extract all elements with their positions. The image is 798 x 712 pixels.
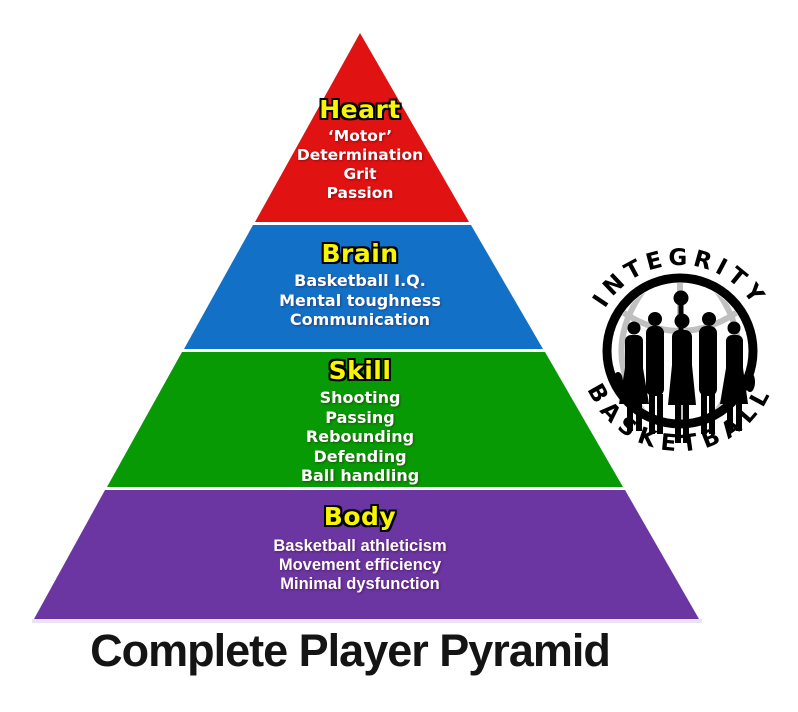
- brain-item-communication: Communication: [289, 310, 431, 329]
- level-label-brain: Brain: [321, 239, 399, 268]
- player-head: [702, 312, 716, 326]
- ball-icon: [673, 290, 689, 306]
- body-item-movement-efficiency: Movement efficiency: [278, 556, 442, 574]
- players-silhouette-icon: [613, 290, 755, 443]
- level-label-body: Body: [323, 502, 397, 531]
- player-skirt: [619, 368, 649, 404]
- brain-item-mental-toughness: Mental toughness: [279, 290, 441, 310]
- player-bag: [613, 372, 623, 392]
- player-leg: [636, 404, 642, 431]
- player-head-center: [674, 313, 690, 329]
- heart-item-passion: Passion: [326, 184, 394, 202]
- player-head: [727, 321, 741, 335]
- player-skirt: [720, 368, 748, 404]
- player-head: [648, 312, 662, 326]
- level-items-brain: Basketball I.Q. Mental toughness Communi…: [60, 271, 660, 330]
- player-torso: [646, 326, 664, 396]
- player-leg: [683, 405, 689, 443]
- player-torso: [699, 326, 717, 396]
- heart-item-grit: Grit: [343, 165, 377, 183]
- player-leg: [627, 404, 633, 431]
- level-text-heart: Heart ‘Motor’ Determination Grit Passion: [60, 96, 660, 203]
- player-leg: [649, 394, 655, 434]
- skill-item-ball-handling: Ball handling: [300, 466, 420, 485]
- skill-item-passing: Passing: [325, 407, 395, 427]
- player-head: [627, 321, 641, 335]
- level-text-skill: Skill Shooting Passing Rebounding Defend…: [60, 357, 660, 486]
- level-items-skill: Shooting Passing Rebounding Defending Ba…: [60, 388, 660, 486]
- pyramid-level-body-shape: [34, 490, 699, 619]
- level-items-heart: ‘Motor’ Determination Grit Passion: [60, 127, 660, 203]
- level-text-body: Body Basketball athleticism Movement eff…: [60, 503, 660, 594]
- page-title: Complete Player Pyramid: [90, 625, 611, 676]
- level-label-skill: Skill: [328, 356, 392, 385]
- player-skirt-center: [668, 365, 696, 405]
- brain-item-basketball-iq: Basketball I.Q.: [294, 271, 426, 290]
- player-leg: [736, 404, 742, 431]
- pyramid-base-strip: [32, 619, 702, 623]
- skill-item-shooting: Shooting: [319, 388, 401, 407]
- level-items-body: Basketball athleticism Movement efficien…: [60, 537, 660, 594]
- heart-item-motor: ‘Motor’: [327, 127, 393, 145]
- player-bag: [745, 372, 755, 392]
- player-leg: [727, 404, 733, 431]
- integrity-basketball-logo: INTEGRITY BASKETBALL: [582, 245, 772, 458]
- player-leg: [701, 394, 707, 434]
- body-item-basketball-athleticism: Basketball athleticism: [273, 537, 447, 555]
- skill-item-defending: Defending: [313, 446, 407, 466]
- level-label-heart: Heart: [319, 95, 401, 124]
- heart-item-determination: Determination: [296, 146, 424, 164]
- level-text-brain: Brain Basketball I.Q. Mental toughness C…: [60, 240, 660, 330]
- player-leg: [657, 394, 663, 434]
- pyramid-level-skill-shape: [107, 352, 623, 487]
- body-item-minimal-dysfunction: Minimal dysfunction: [280, 575, 440, 593]
- player-leg: [709, 394, 715, 434]
- player-leg: [675, 405, 681, 443]
- skill-item-rebounding: Rebounding: [305, 427, 415, 446]
